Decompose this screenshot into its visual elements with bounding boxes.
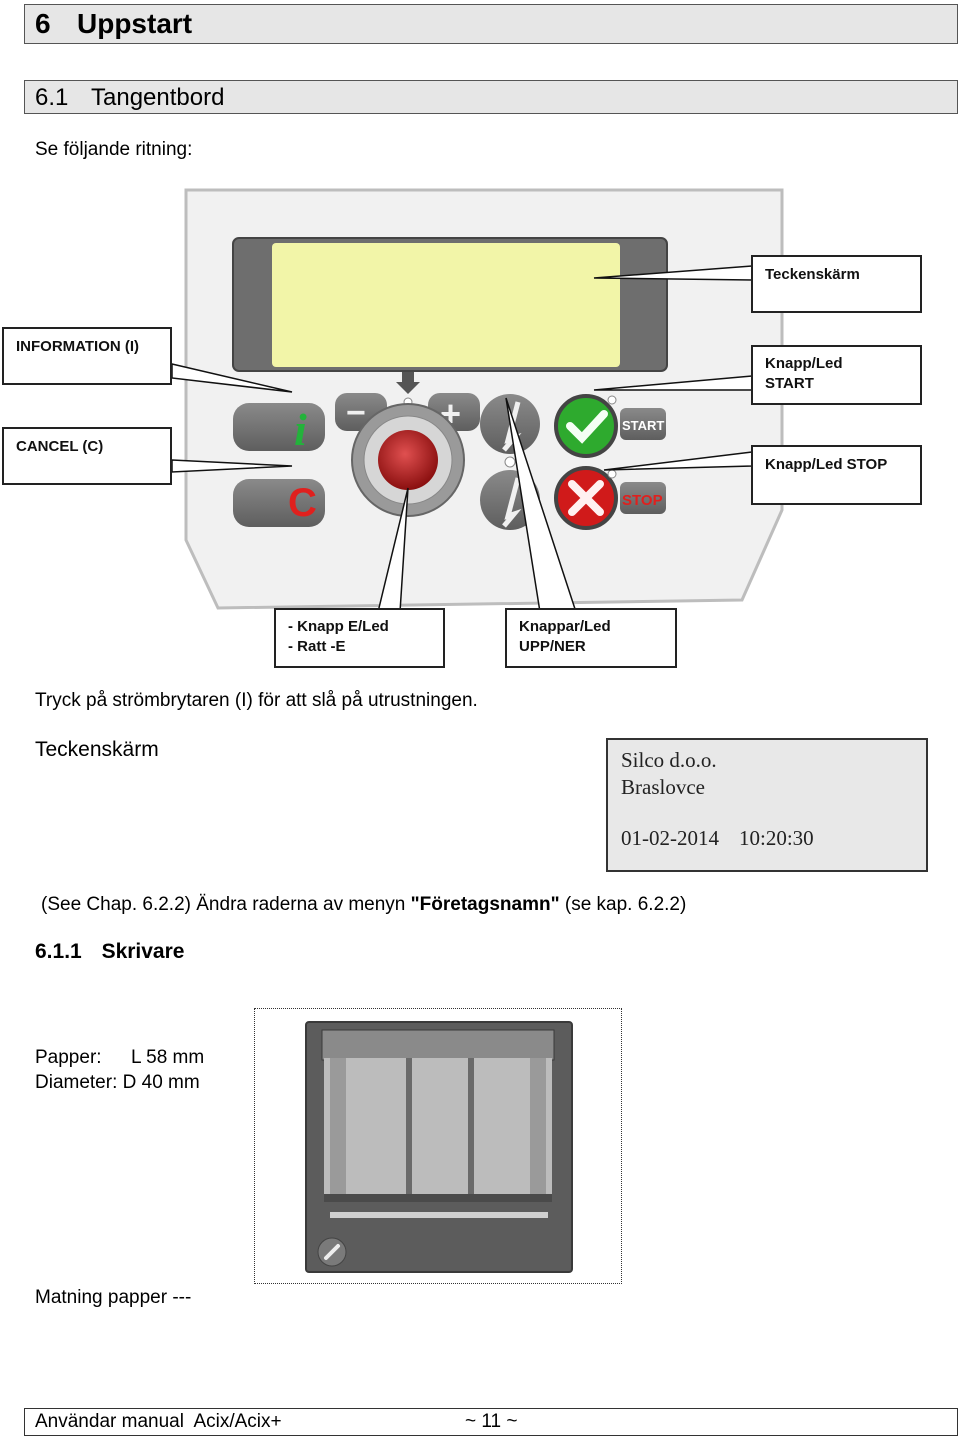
printer-section-title: Skrivare	[101, 940, 185, 963]
printer-section-number: 6.1.1	[35, 940, 82, 963]
callout-updown-line2: UPP/NER	[519, 638, 586, 655]
see-chapter-part2: (se kap. 6.2.2)	[559, 894, 687, 915]
cross-icon	[568, 480, 604, 516]
callout-knob-line2: - Ratt -E	[288, 638, 346, 655]
lcd-example: Silco d.o.o. Braslovce 01-02-2014 10:20:…	[606, 738, 928, 872]
subsection-title: Tangentbord	[91, 84, 225, 111]
see-chapter-bold: "Företagsnamn"	[410, 894, 560, 915]
stop-led-label: STOP	[622, 492, 663, 509]
lcd-line1: Silco d.o.o.	[621, 748, 717, 772]
callout-cancel: CANCEL (C)	[2, 427, 172, 485]
display-screen	[272, 243, 620, 367]
callout-information: INFORMATION (I)	[2, 327, 172, 385]
lcd-line2: Braslovce	[621, 775, 705, 799]
see-chapter-part1: (See Chap. 6.2.2) Ändra raderna av menyn	[41, 894, 411, 915]
callout-stop: Knapp/Led STOP	[751, 445, 922, 505]
cancel-icon: C	[288, 481, 317, 525]
callout-updown: Knappar/Led UPP/NER	[505, 608, 677, 668]
minus-icon: −	[346, 394, 366, 432]
callout-start-line2: START	[765, 375, 814, 392]
diameter-row: Diameter: D 40 mm	[35, 1072, 200, 1094]
footer-manual: Användar manual Acix/Acix+	[35, 1411, 282, 1432]
info-icon: i	[294, 404, 307, 455]
callout-knob: - Knapp E/Led - Ratt -E	[274, 608, 445, 668]
printer-drawing-frame	[254, 1008, 622, 1284]
page-footer: Användar manual Acix/Acix+ ~ 11 ~	[24, 1408, 958, 1436]
lcd-time: 10:20:30	[739, 826, 814, 850]
diameter-value: D 40 mm	[122, 1072, 200, 1093]
paper-value: L 58 mm	[131, 1047, 205, 1068]
callout-display: Teckenskärm	[751, 255, 922, 313]
knob-e	[378, 430, 438, 490]
power-text: Tryck på strömbrytaren (I) för att slå p…	[35, 690, 478, 711]
start-led-label: START	[622, 418, 664, 433]
enter-arrow-icon	[396, 372, 420, 394]
cancel-button	[233, 479, 325, 527]
callout-knob-line1: - Knapp E/Led	[288, 618, 389, 635]
footer-page-number: ~ 11 ~	[465, 1411, 518, 1432]
section-heading: 6 Uppstart	[24, 4, 958, 44]
check-icon	[566, 410, 608, 444]
paper-row: Papper: L 58 mm	[35, 1047, 204, 1069]
see-chapter-text: (See Chap. 6.2.2) Ändra raderna av menyn…	[41, 894, 686, 916]
callout-start: Knapp/Led START	[751, 345, 922, 405]
printer-drawing	[305, 1021, 573, 1273]
printer-heading: 6.1.1 Skrivare	[35, 940, 184, 964]
keyboard-panel-drawing: i C − + START STOP	[171, 188, 784, 613]
callout-start-line1: Knapp/Led	[765, 355, 843, 372]
subsection-number: 6.1	[35, 84, 69, 111]
callout-updown-line1: Knappar/Led	[519, 618, 611, 635]
lcd-date: 01-02-2014	[621, 826, 719, 850]
section-number: 6	[35, 8, 51, 39]
subsection-heading: 6.1 Tangentbord	[24, 80, 958, 114]
start-button	[554, 394, 618, 458]
paper-label: Papper:	[35, 1047, 102, 1068]
diameter-label: Diameter:	[35, 1072, 118, 1093]
intro-text: Se följande ritning:	[35, 139, 193, 160]
paper-feed-text: Matning papper ---	[35, 1287, 192, 1308]
display-label: Teckenskärm	[35, 738, 159, 761]
info-button	[233, 403, 325, 451]
section-title: Uppstart	[77, 8, 193, 39]
